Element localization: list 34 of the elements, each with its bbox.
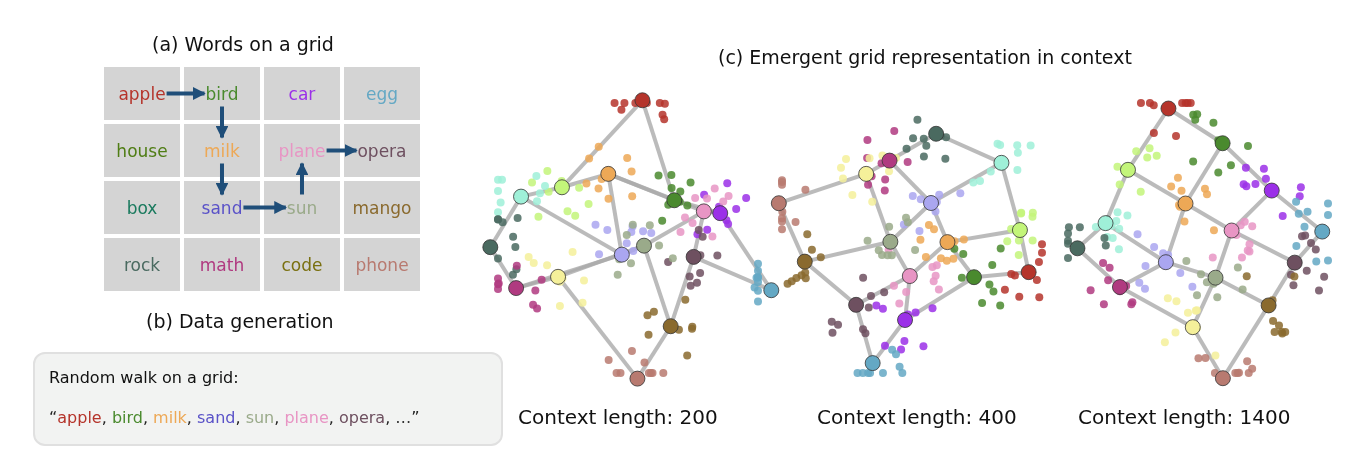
grid-word: car [287,82,317,105]
grid-word: milk [203,139,241,162]
grid-word: rock [122,253,162,276]
scatter-plot-drawing [770,115,1046,377]
grid-word: bird [204,82,240,105]
plot-caption: Context length: 1400 [1078,405,1291,429]
grid-word: opera [356,139,408,162]
plot-caption: Context length: 200 [518,405,718,429]
grid-word: sand [200,196,244,219]
grid-word: mango [351,196,413,219]
grid-word: apple [117,82,167,105]
panel-title: (a) Words on a grid [152,33,334,55]
quote-text: “apple, bird, milk, sand, sun, plane, opera, …” [49,408,420,427]
panel-title: (c) Emergent grid representation in context [718,46,1132,68]
grid-word: code [280,253,324,276]
arrow [215,163,229,196]
scatter-plot-drawing [1064,99,1332,387]
grid-word: box [125,196,159,219]
panel-heading: Random walk on a grid: [49,368,239,387]
arrow [166,87,206,100]
grid-word: house [115,139,169,162]
scatter-plot-drawing [482,92,780,387]
plot-caption: Context length: 400 [817,405,1017,429]
arrow [295,162,309,195]
text-panel [33,352,503,446]
panel-title: (b) Data generation [146,310,334,332]
arrow [326,144,358,157]
grid-word: sun [285,196,319,219]
grid-word: egg [364,82,399,105]
grid-word: math [198,253,246,276]
arrow [243,201,288,214]
arrow [215,106,229,139]
grid-word: plane [277,139,327,162]
grid-word: phone [354,253,410,276]
